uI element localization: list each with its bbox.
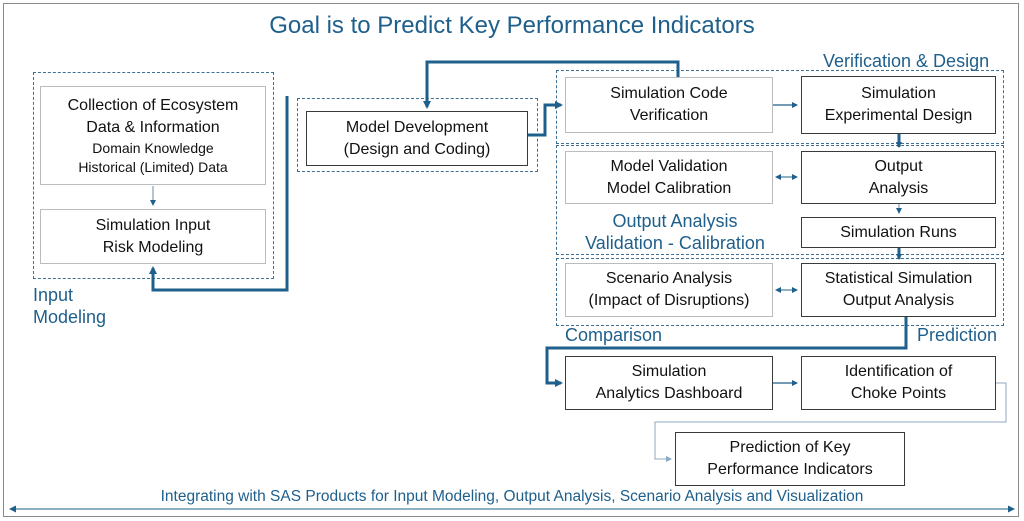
arrow-model-to-verification [528,101,563,137]
collection-line2: Data & Information [86,118,220,136]
simulation-input-line2: Risk Modeling [102,238,204,256]
code-verification-line1: Simulation Code [610,85,728,102]
simulation-input-line1: Simulation Input [95,216,211,234]
output-validation-label-2: Validation - Calibration [585,233,765,253]
arrow-model-to-input [149,96,289,292]
experimental-design-box: Simulation Experimental Design [801,76,996,134]
model-development-box: Model Development (Design and Coding) [306,111,528,166]
scenario-prediction-region [556,258,1004,326]
statistical-output-line2: Output Analysis [842,292,955,309]
statistical-output-line1: Statistical Simulation [824,270,973,287]
input-modeling-label-2: Modeling [33,307,107,327]
collection-line4: Historical (Limited) Data [78,158,228,175]
prediction-label: Prediction [917,325,998,345]
experimental-design-line1: Simulation [861,85,936,102]
verification-design-label: Verification & Design [823,51,990,71]
choke-points-box: Identification of Choke Points [801,356,996,410]
statistical-output-box: Statistical Simulation Output Analysis [801,263,996,317]
input-modeling-label-1: Input [33,285,74,305]
model-development-line1: Model Development [345,118,489,136]
scenario-analysis-line1: Scenario Analysis [605,270,733,287]
arrow-verification-to-model [423,60,680,109]
comparison-label: Comparison [565,325,663,345]
analytics-dashboard-box: Simulation Analytics Dashboard [565,356,773,410]
model-validation-line1: Model Validation [610,157,728,175]
model-validation-line2: Model Calibration [606,179,732,197]
arrow-statistical-to-dashboard [545,317,908,387]
collection-line3: Domain Knowledge [92,139,214,156]
kpi-prediction-box: Prediction of Key Performance Indicators [675,432,905,486]
analytics-dashboard-line2: Analytics Dashboard [595,385,743,402]
output-validation-label-1: Output Analysis [612,211,738,231]
scenario-analysis-box: Scenario Analysis (Impact of Disruptions… [565,263,773,317]
footer-caption: Integrating with SAS Products for Input … [160,488,864,505]
kpi-prediction-line2: Performance Indicators [707,461,873,478]
simulation-input-box: Simulation Input Risk Modeling [40,209,266,264]
arrow-choke-to-kpi [654,382,1007,462]
collection-box: Collection of Ecosystem Data & Informati… [40,86,266,185]
code-verification-box: Simulation Code Verification [565,77,773,133]
collection-line1: Collection of Ecosystem [67,96,239,114]
model-development-line2: (Design and Coding) [343,140,491,158]
kpi-prediction-line1: Prediction of Key [729,439,851,456]
scenario-analysis-line2: (Impact of Disruptions) [588,292,750,309]
choke-points-line1: Identification of [844,363,953,380]
simulation-runs-line1: Simulation Runs [840,223,957,241]
choke-points-line2: Choke Points [850,385,947,402]
simulation-runs-box: Simulation Runs [801,217,996,248]
analytics-dashboard-line1: Simulation [631,363,707,380]
model-validation-box: Model Validation Model Calibration [565,151,773,204]
outer-frame [3,3,1019,517]
code-verification-line2: Verification [629,107,709,124]
output-analysis-line1: Output [874,157,923,175]
experimental-design-line2: Experimental Design [824,107,973,124]
output-analysis-box: Output Analysis [801,151,996,204]
output-analysis-line2: Analysis [868,179,929,197]
output-analysis-region [556,145,1004,255]
diagram-title: Goal is to Predict Key Performance Indic… [269,12,755,39]
